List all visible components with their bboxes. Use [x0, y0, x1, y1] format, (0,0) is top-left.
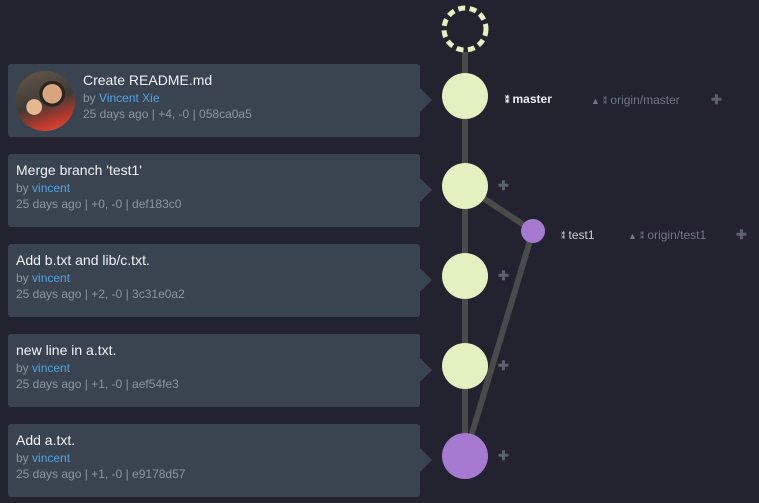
author-link[interactable]: vincent [32, 361, 71, 375]
remote-ref-origin-master[interactable]: ▲⁑origin/master [591, 93, 680, 107]
commit-time: 25 days ago [16, 197, 82, 211]
commit-time: 25 days ago [16, 377, 82, 391]
branch-icon: ⁑ [639, 231, 645, 241]
commit-author-line: by vincent [16, 180, 412, 196]
separator: | [84, 377, 88, 391]
by-label: by [16, 181, 29, 195]
commit-title: Merge branch 'test1' [16, 162, 142, 178]
remote-label: origin/master [610, 93, 680, 107]
commit-meta: 25 days ago | +2, -0 | 3c31e0a2 [16, 286, 412, 302]
graph-edge [467, 230, 536, 441]
commit-title: Add a.txt. [16, 432, 76, 448]
separator: | [192, 107, 196, 121]
commit-card[interactable]: Add a.txt. by vincent 25 days ago | +1, … [8, 424, 432, 497]
branch-ref-master[interactable]: ⁑master [505, 92, 552, 106]
commit-node-branch[interactable] [521, 219, 545, 243]
commit-card[interactable]: Merge branch 'test1' by vincent 25 days … [8, 154, 432, 227]
commit-node[interactable] [442, 163, 488, 209]
commit-title: Add b.txt and lib/c.txt. [16, 252, 150, 268]
commit-title: new line in a.txt. [16, 342, 117, 358]
branch-ref-test1[interactable]: ⁑test1 [561, 228, 595, 242]
author-link[interactable]: vincent [32, 451, 71, 465]
add-ref-icon[interactable]: ✚ [498, 178, 509, 193]
by-label: by [83, 91, 96, 105]
uncommitted-node[interactable] [441, 5, 489, 53]
commit-stats: +1, -0 [91, 467, 123, 481]
commit-author-line: by vincent [16, 360, 412, 376]
commit-time: 25 days ago [83, 107, 149, 121]
separator: | [84, 287, 88, 301]
commit-card[interactable]: Add b.txt and lib/c.txt. by vincent 25 d… [8, 244, 432, 317]
separator: | [125, 377, 129, 391]
commit-hash[interactable]: 3c31e0a2 [132, 287, 185, 301]
by-label: by [16, 361, 29, 375]
commit-hash[interactable]: e9178d57 [132, 467, 186, 481]
remote-label: origin/test1 [647, 228, 707, 242]
commit-node[interactable] [442, 253, 488, 299]
commit-hash[interactable]: def183c0 [132, 197, 182, 211]
commit-stats: +1, -0 [91, 377, 123, 391]
add-ref-icon[interactable]: ✚ [498, 448, 509, 463]
commit-node[interactable] [442, 343, 488, 389]
author-link[interactable]: vincent [32, 271, 71, 285]
remote-ref-origin-test1[interactable]: ▲⁑origin/test1 [628, 228, 706, 242]
commit-time: 25 days ago [16, 467, 82, 481]
separator: | [84, 467, 88, 481]
commit-meta: 25 days ago | +4, -0 | 058ca0a5 [83, 106, 412, 122]
commit-meta: 25 days ago | +1, -0 | aef54fe3 [16, 376, 412, 392]
commit-hash[interactable]: aef54fe3 [132, 377, 179, 391]
commit-card[interactable]: new line in a.txt. by vincent 25 days ag… [8, 334, 432, 407]
branch-label: test1 [568, 228, 595, 242]
commit-node[interactable] [442, 73, 488, 119]
separator: | [151, 107, 155, 121]
add-ref-icon[interactable]: ✚ [736, 227, 747, 242]
commit-time: 25 days ago [16, 287, 82, 301]
add-ref-icon[interactable]: ✚ [711, 92, 722, 107]
commit-title: Create README.md [83, 72, 213, 88]
branch-icon: ⁑ [602, 96, 608, 106]
add-ref-icon[interactable]: ✚ [498, 268, 509, 283]
commit-stats: +0, -0 [91, 197, 123, 211]
author-link[interactable]: vincent [32, 181, 71, 195]
avatar [15, 71, 75, 131]
add-ref-icon[interactable]: ✚ [498, 358, 509, 373]
by-label: by [16, 271, 29, 285]
separator: | [84, 197, 88, 211]
commit-stats: +4, -0 [158, 107, 190, 121]
branch-icon: ⁑ [561, 231, 566, 241]
commit-author-line: by vincent [16, 270, 412, 286]
commit-meta: 25 days ago | +1, -0 | e9178d57 [16, 466, 412, 482]
remote-icon: ▲ [628, 231, 637, 241]
commit-card[interactable]: Create README.md by Vincent Xie 25 days … [8, 64, 432, 137]
branch-icon: ⁑ [505, 95, 510, 105]
commit-hash[interactable]: 058ca0a5 [199, 107, 252, 121]
branch-label: master [512, 92, 552, 106]
commit-node-root[interactable] [442, 433, 488, 479]
separator: | [125, 197, 129, 211]
author-link[interactable]: Vincent Xie [99, 91, 160, 105]
separator: | [125, 467, 129, 481]
commit-meta: 25 days ago | +0, -0 | def183c0 [16, 196, 412, 212]
separator: | [125, 287, 129, 301]
remote-icon: ▲ [591, 96, 600, 106]
commit-author-line: by Vincent Xie [83, 90, 412, 106]
commit-stats: +2, -0 [91, 287, 123, 301]
by-label: by [16, 451, 29, 465]
commit-author-line: by vincent [16, 450, 412, 466]
